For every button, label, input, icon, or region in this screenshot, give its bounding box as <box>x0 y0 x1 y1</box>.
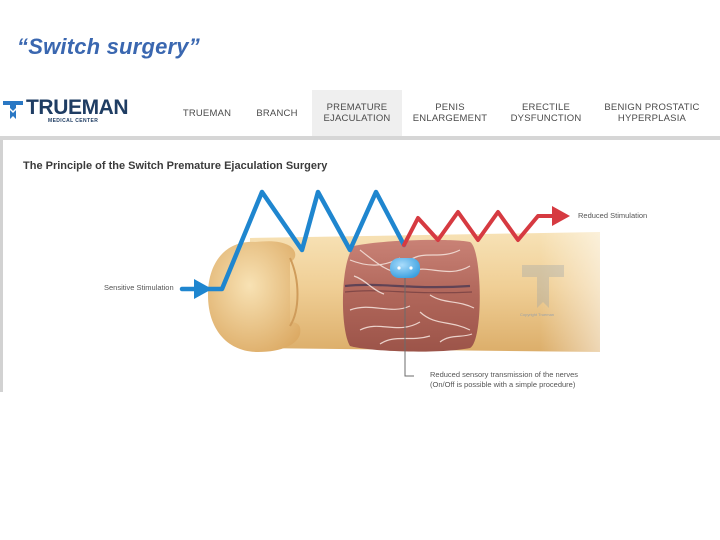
trueman-logo-icon <box>3 101 23 119</box>
switch-surgery-diagram <box>179 189 660 377</box>
nav-item-label: PENIS ENLARGEMENT <box>412 102 488 124</box>
brand-logo[interactable]: TRUEMAN MEDICAL CENTER <box>2 96 132 126</box>
callout-leader-line <box>404 278 414 377</box>
nav-item-label: ERECTILE DYSFUNCTION <box>510 102 582 124</box>
label-reduced-stimulation: Reduced Stimulation <box>578 211 648 220</box>
nav-item-erectile-dysfunction[interactable]: ERECTILE DYSFUNCTION <box>502 90 590 136</box>
nav-item-label: PREMATURE EJACULATION <box>323 102 391 124</box>
nav-divider <box>0 136 720 140</box>
watermark-text: Copyright Trueman <box>520 312 555 317</box>
content-left-border <box>0 140 3 392</box>
nav-item-label: TRUEMAN <box>182 107 232 119</box>
callout-line-2: (On/Off is possible with a simple proced… <box>430 380 576 389</box>
website-screenshot: TRUEMAN MEDICAL CENTER TRUEMAN BRANCH PR… <box>0 90 720 392</box>
copyright-watermark-icon <box>522 265 564 308</box>
reduced-stimulation-wave <box>402 206 570 247</box>
navbar: TRUEMAN MEDICAL CENTER TRUEMAN BRANCH PR… <box>0 90 720 140</box>
nav-item-penis-enlargement[interactable]: PENIS ENLARGEMENT <box>408 90 492 136</box>
switch-device <box>390 258 420 278</box>
nav-item-branch[interactable]: BRANCH <box>248 90 306 136</box>
figure-title: The Principle of the Switch Premature Ej… <box>23 160 328 172</box>
brand-subtitle: MEDICAL CENTER <box>48 118 99 124</box>
nav-item-label: BRANCH <box>256 107 298 119</box>
nerve-tissue-cutaway <box>342 239 480 352</box>
label-sensitive-stimulation: Sensitive Stimulation <box>104 283 174 292</box>
sensitive-stimulation-wave <box>179 189 407 299</box>
nav-item-benign-prostatic-hyperplasia[interactable]: BENIGN PROSTATIC HYPERPLASIA <box>600 90 704 136</box>
callout-line-1: Reduced sensory transmission of the nerv… <box>430 370 578 379</box>
nav-item-label: BENIGN PROSTATIC HYPERPLASIA <box>604 102 700 124</box>
nav-item-trueman[interactable]: TRUEMAN <box>176 90 238 136</box>
slide-title: “Switch surgery” <box>17 34 200 59</box>
nav-item-premature-ejaculation[interactable]: PREMATURE EJACULATION <box>312 90 402 136</box>
glans-shape <box>208 241 301 352</box>
brand-name: TRUEMAN <box>26 96 129 119</box>
